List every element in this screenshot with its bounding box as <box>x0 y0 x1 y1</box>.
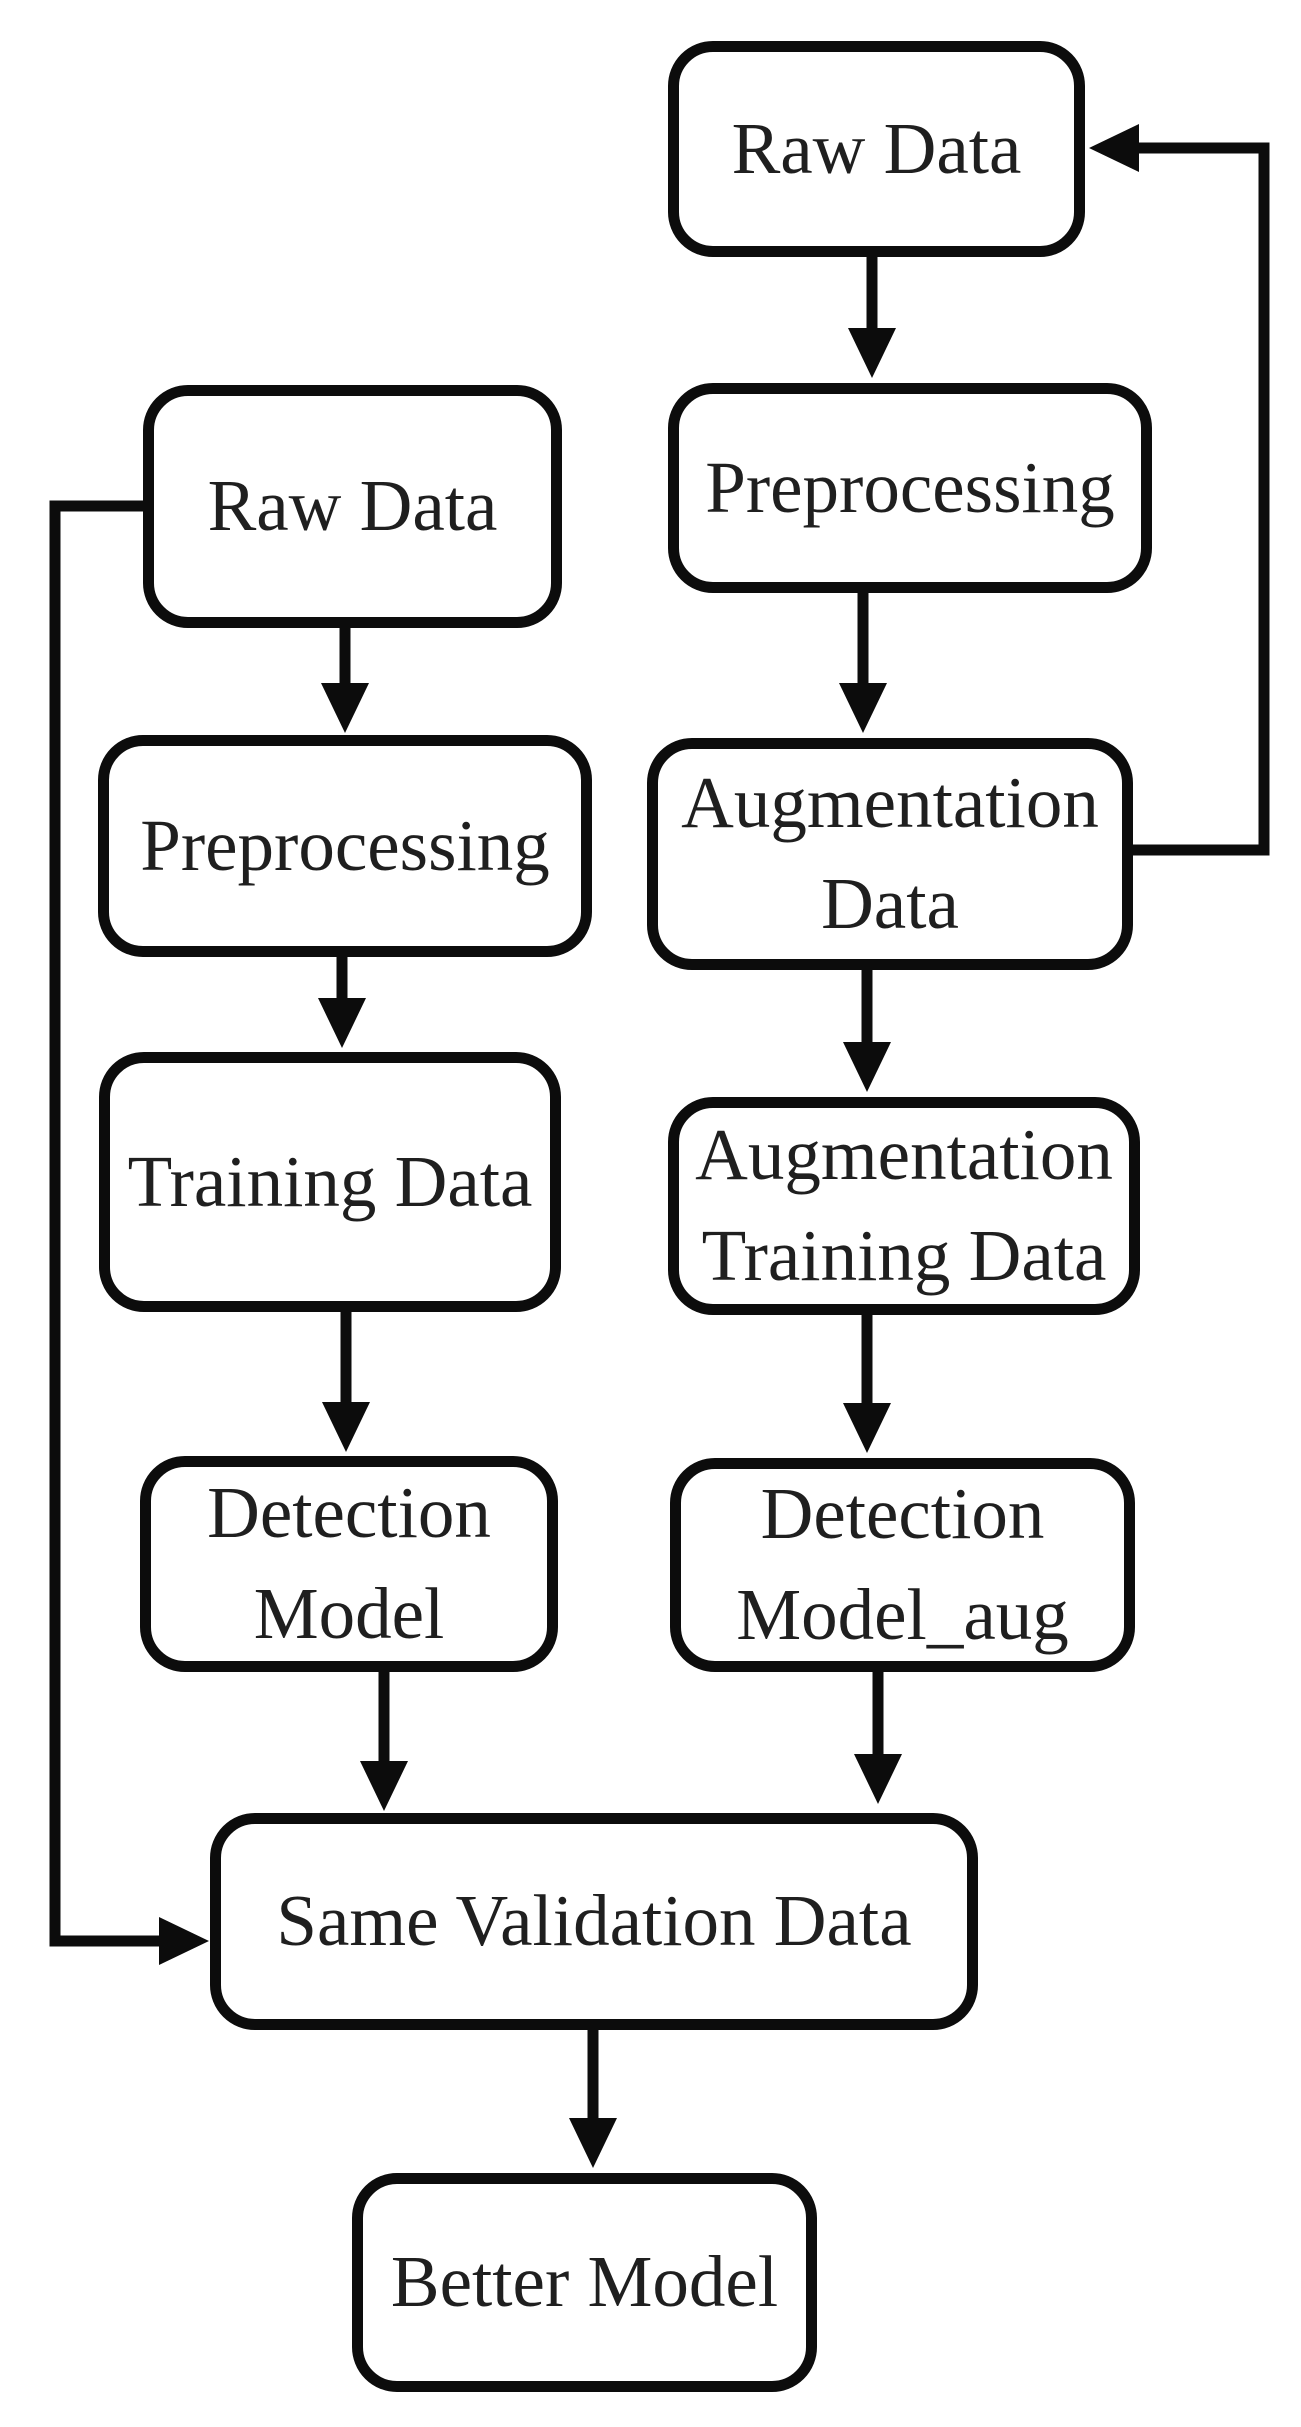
node-raw-data-left: Raw Data <box>143 385 562 628</box>
node-preprocessing-right: Preprocessing <box>668 383 1152 593</box>
arrow-detection-model-to-same-validation-data <box>360 1666 408 1811</box>
arrow-detection-model-aug-to-same-validation-data <box>854 1666 902 1804</box>
node-detection-model: Detection Model <box>140 1456 558 1672</box>
node-training-data: Training Data <box>99 1052 561 1312</box>
arrow-preprocessing-right-to-augmentation-data <box>839 587 887 733</box>
arrow-training-data-to-detection-model <box>322 1306 370 1452</box>
arrow-augmentation-data-to-augmentation-training-data <box>843 964 891 1092</box>
node-augmentation-training-data: Augmentation Training Data <box>668 1097 1140 1315</box>
node-augmentation-data: Augmentation Data <box>647 738 1133 970</box>
arrow-raw-left-to-preprocessing-left <box>321 620 369 733</box>
arrow-same-validation-data-to-better-model <box>569 2024 617 2168</box>
arrow-preprocessing-left-to-training-data <box>318 950 366 1048</box>
node-raw-data-right: Raw Data <box>668 41 1085 257</box>
node-detection-model-aug: Detection Model_aug <box>670 1458 1135 1672</box>
arrow-raw-right-to-preprocessing-right <box>848 251 896 378</box>
arrow-augmentation-training-data-to-detection-model-aug <box>843 1309 891 1453</box>
node-preprocessing-left: Preprocessing <box>98 735 592 957</box>
node-better-model: Better Model <box>352 2173 817 2392</box>
node-same-validation-data: Same Validation Data <box>210 1813 978 2030</box>
